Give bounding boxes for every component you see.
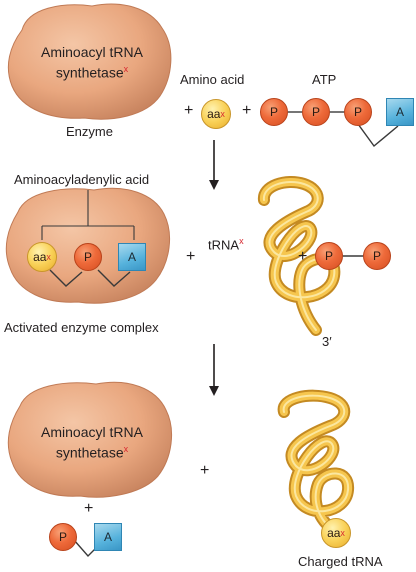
arrow-down-2: [209, 344, 219, 396]
atp-phosphate-3: P: [344, 98, 372, 126]
enzyme-bottom-line2: synthetase: [55, 444, 124, 461]
trna-3prime-label: 3′: [322, 334, 332, 349]
trna-bottom-shape: [277, 389, 354, 536]
enzyme-bottom-line1: Aminoacyl tRNA: [41, 424, 143, 440]
atp-bonds: [288, 111, 399, 148]
complex-caption: Activated enzyme complex: [4, 320, 159, 335]
enzyme-blob-bottom: [7, 381, 172, 498]
complex-bonds: [49, 269, 131, 287]
enzyme-top-superscript: x: [123, 64, 129, 74]
plus-sign-3: +: [186, 248, 196, 265]
plus-sign-4: +: [298, 248, 308, 265]
plus-sign-2: +: [242, 102, 252, 119]
plus-sign-1: +: [184, 102, 194, 119]
enzyme-bottom-name: Aminoacyl tRNA synthetasex: [22, 424, 162, 462]
enzyme-top-line1: Aminoacyl tRNA: [41, 44, 143, 60]
enzyme-blob-top: [7, 3, 172, 120]
amp-phosphate: P: [49, 523, 77, 551]
amp-adenosine: A: [94, 523, 122, 551]
ppi-phosphate-1: P: [315, 242, 343, 270]
enzyme-caption: Enzyme: [66, 124, 113, 139]
complex-phosphate: P: [74, 243, 102, 271]
atp-adenosine: A: [386, 98, 414, 126]
ppi-phosphate-2: P: [363, 242, 391, 270]
trna-label: tRNAx: [208, 236, 244, 253]
atp-phosphate-1: P: [260, 98, 288, 126]
arrow-down-1: [209, 140, 219, 190]
aminoacyladenylic-label: Aminoacyladenylic acid: [14, 172, 150, 187]
aminoacyladenylic-bracket: [41, 190, 135, 240]
complex-adenosine: A: [118, 243, 146, 271]
enzyme-top-line2: synthetase: [55, 64, 124, 81]
plus-sign-5: +: [200, 462, 210, 479]
trna-middle-shape: [258, 176, 341, 336]
enzyme-top-name: Aminoacyl tRNA synthetasex: [22, 44, 162, 82]
enzyme-bottom-superscript: x: [123, 444, 129, 454]
charged-trna-caption: Charged tRNA: [298, 554, 383, 569]
atp-label: ATP: [312, 72, 337, 87]
plus-sign-6: +: [84, 500, 94, 517]
atp-phosphate-2: P: [302, 98, 330, 126]
amino-acid-label: Amino acid: [180, 72, 245, 87]
